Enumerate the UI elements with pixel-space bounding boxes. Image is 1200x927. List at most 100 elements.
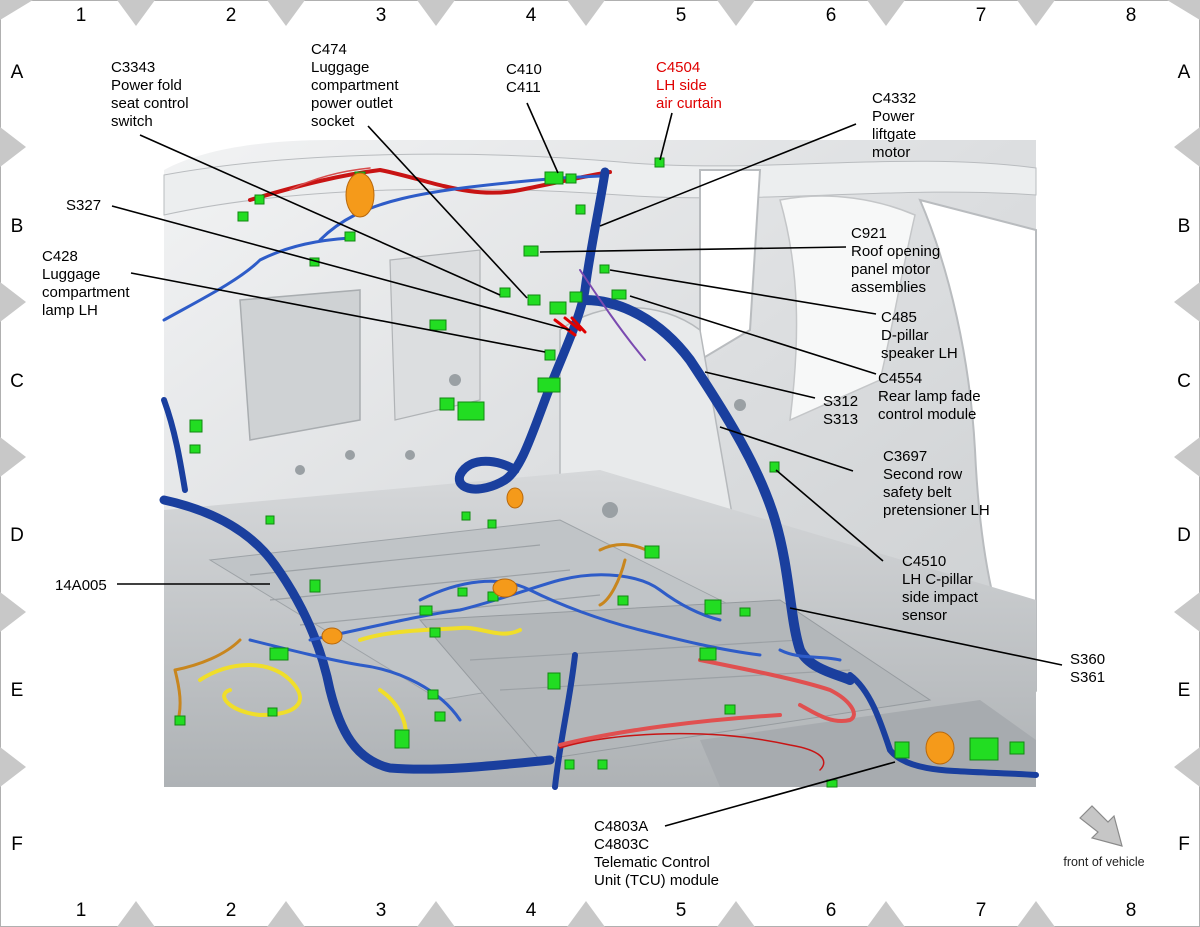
grid-col-3-top: 3	[376, 5, 387, 26]
grid-row-a-right: A	[1178, 62, 1191, 83]
grid-col-4-bottom: 4	[526, 900, 537, 921]
label-s361-code: S361	[1070, 669, 1105, 686]
grid-col-8-top: 8	[1126, 5, 1137, 26]
callout-c485: C485 D-pillar speaker LH	[881, 309, 958, 362]
label-c4332-code: C4332	[872, 90, 916, 107]
grid-col-5-top: 5	[676, 5, 687, 26]
label-c4803-line3: Telematic Control	[594, 854, 710, 871]
label-c4510-line2: LH C-pillar	[902, 571, 973, 588]
callout-c428: C428 Luggage compartment lamp LH	[42, 248, 130, 319]
front-arrow-icon	[1079, 805, 1123, 847]
label-c428-line3: compartment	[42, 284, 130, 301]
label-c921-line2: Roof opening	[851, 243, 940, 260]
label-c474-line2: Luggage	[311, 59, 369, 76]
label-s312-code: S312	[823, 393, 858, 410]
label-c4332-line4: motor	[872, 144, 910, 161]
label-c4510-code: C4510	[902, 553, 946, 570]
callout-c3343: C3343 Power fold seat control switch	[111, 59, 189, 130]
label-c474-line4: power outlet	[311, 95, 394, 112]
grid-row-f-left: F	[11, 834, 23, 855]
grid-col-5-bottom: 5	[676, 900, 687, 921]
label-c921-line3: panel motor	[851, 261, 930, 278]
grid-row-f-right: F	[1178, 834, 1190, 855]
grid-col-2-bottom: 2	[226, 900, 237, 921]
label-c428-code: C428	[42, 248, 78, 265]
clip-markers	[321, 172, 955, 765]
grid-row-c-right: C	[1177, 371, 1191, 392]
callout-c4803: C4803A C4803C Telematic Control Unit (TC…	[594, 818, 719, 889]
grid-col-4-top: 4	[526, 5, 537, 26]
grid-row-d-right: D	[1177, 525, 1191, 546]
label-c3343-line2: Power fold	[111, 77, 182, 94]
grid-row-labels-left: A B C D E F	[10, 62, 24, 855]
label-c428-line4: lamp LH	[42, 302, 98, 319]
grid-row-d-left: D	[10, 525, 24, 546]
callout-c921: C921 Roof opening panel motor assemblies	[851, 225, 940, 296]
label-c3343-line4: switch	[111, 113, 153, 130]
grid-row-a-left: A	[11, 62, 24, 83]
label-c4332-line3: liftgate	[872, 126, 916, 143]
label-c4510-line3: side impact	[902, 589, 979, 606]
label-c921-line4: assemblies	[851, 279, 926, 296]
label-c485-line3: speaker LH	[881, 345, 958, 362]
label-c3697-line2: Second row	[883, 466, 962, 483]
label-c428-line2: Luggage	[42, 266, 100, 283]
callout-14a005: 14A005	[55, 577, 107, 594]
grid-column-labels-top: 1 2 3 4 5 6 7 8	[76, 5, 1137, 26]
label-c474-line3: compartment	[311, 77, 399, 94]
callout-c4504: C4504 LH side air curtain	[656, 59, 722, 112]
grid-row-b-right: B	[1178, 216, 1191, 237]
grid-col-1-bottom: 1	[76, 900, 87, 921]
grid-row-labels-right: A B C D E F	[1177, 62, 1191, 855]
label-c474-code: C474	[311, 41, 347, 58]
grid-row-b-left: B	[11, 216, 24, 237]
callout-c410: C410 C411	[506, 61, 542, 96]
label-14a005-code: 14A005	[55, 577, 107, 594]
callout-c3697: C3697 Second row safety belt pretensione…	[883, 448, 990, 519]
label-c4554-line2: Rear lamp fade	[878, 388, 981, 405]
grid-col-6-bottom: 6	[826, 900, 837, 921]
label-c4504-line2: LH side	[656, 77, 707, 94]
callout-s312: S312 S313	[823, 393, 858, 428]
grid-col-7-bottom: 7	[976, 900, 987, 921]
grid-col-3-bottom: 3	[376, 900, 387, 921]
callout-c4332: C4332 Power liftgate motor	[872, 90, 916, 161]
label-c4510-line4: sensor	[902, 607, 947, 624]
callout-c4510: C4510 LH C-pillar side impact sensor	[902, 553, 979, 624]
label-c921-code: C921	[851, 225, 887, 242]
grid-col-1-top: 1	[76, 5, 87, 26]
label-c3697-line4: pretensioner LH	[883, 502, 990, 519]
grid-col-7-top: 7	[976, 5, 987, 26]
grid-col-8-bottom: 8	[1126, 900, 1137, 921]
grid-col-2-top: 2	[226, 5, 237, 26]
label-s327-code: S327	[66, 197, 101, 214]
label-c4803c-code: C4803C	[594, 836, 649, 853]
grid-row-e-left: E	[11, 680, 24, 701]
callout-c4554: C4554 Rear lamp fade control module	[878, 370, 981, 423]
label-c3343-code: C3343	[111, 59, 155, 76]
label-s360-code: S360	[1070, 651, 1105, 668]
label-c3343-line3: seat control	[111, 95, 189, 112]
label-c485-line2: D-pillar	[881, 327, 929, 344]
label-c3697-code: C3697	[883, 448, 927, 465]
label-c411-code: C411	[506, 79, 541, 96]
label-c4554-code: C4554	[878, 370, 922, 387]
label-c3697-line3: safety belt	[883, 484, 952, 501]
label-c4554-line3: control module	[878, 406, 976, 423]
label-c4803a-code: C4803A	[594, 818, 648, 835]
label-c4504-line3: air curtain	[656, 95, 722, 112]
label-c485-code: C485	[881, 309, 917, 326]
grid-column-labels-bottom: 1 2 3 4 5 6 7 8	[76, 900, 1137, 921]
callout-c474: C474 Luggage compartment power outlet so…	[311, 41, 399, 130]
grid-row-e-right: E	[1178, 680, 1191, 701]
label-c4504-code: C4504	[656, 59, 700, 76]
label-c4803-line4: Unit (TCU) module	[594, 872, 719, 889]
label-c410-code: C410	[506, 61, 542, 78]
callout-s360: S360 S361	[1070, 651, 1105, 686]
front-of-vehicle-label: front of vehicle	[1063, 855, 1144, 869]
callout-s327: S327	[66, 197, 101, 214]
label-c4332-line2: Power	[872, 108, 915, 125]
front-of-vehicle-indicator: front of vehicle	[1063, 805, 1145, 869]
